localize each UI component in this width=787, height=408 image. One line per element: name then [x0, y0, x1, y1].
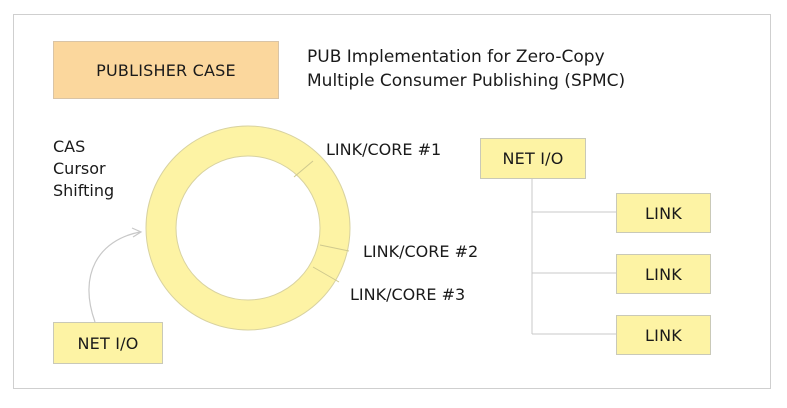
publisher-case-label: PUBLISHER CASE: [96, 60, 236, 80]
cas-cursor-shifting-label: CAS Cursor Shifting: [53, 136, 114, 202]
diagram-title-line-1: PUB Implementation for Zero-Copy: [307, 47, 605, 67]
link-box-2-label: LINK: [645, 264, 682, 284]
ring-link-core-2-label: LINK/CORE #2: [363, 242, 479, 261]
net-io-box-right: NET I/O: [480, 138, 586, 179]
ring-buffer-outer-edge: [145, 125, 351, 331]
link-box-3: LINK: [616, 315, 711, 355]
ring-divider-3: [312, 266, 340, 283]
publisher-case-box: PUBLISHER CASE: [53, 41, 279, 99]
ring-buffer: [146, 126, 350, 330]
cas-cursor-arrowhead: [131, 227, 143, 238]
ring-link-core-3-label: LINK/CORE #3: [350, 285, 466, 304]
diagram-title: PUB Implementation for Zero-Copy Multipl…: [307, 45, 625, 93]
ring-divider-2: [319, 244, 350, 252]
link-box-2: LINK: [616, 254, 711, 294]
ring-divider-1: [293, 160, 314, 178]
link-box-1-label: LINK: [645, 203, 682, 223]
link-box-3-label: LINK: [645, 325, 682, 345]
cas-label-line-2: Cursor: [53, 159, 106, 178]
diagram-title-line-2: Multiple Consumer Publishing (SPMC): [307, 71, 626, 91]
ring-link-core-1-label: LINK/CORE #1: [326, 140, 442, 159]
net-io-right-label: NET I/O: [502, 149, 564, 168]
cas-label-line-3: Shifting: [53, 181, 115, 200]
cas-label-line-1: CAS: [53, 137, 86, 156]
net-io-box-left: NET I/O: [53, 322, 163, 364]
cas-cursor-arrow: [88, 231, 141, 323]
link-box-1: LINK: [616, 193, 711, 233]
ring-buffer-inner-edge: [175, 155, 321, 301]
diagram-frame: [13, 14, 771, 389]
net-io-left-label: NET I/O: [77, 333, 139, 353]
